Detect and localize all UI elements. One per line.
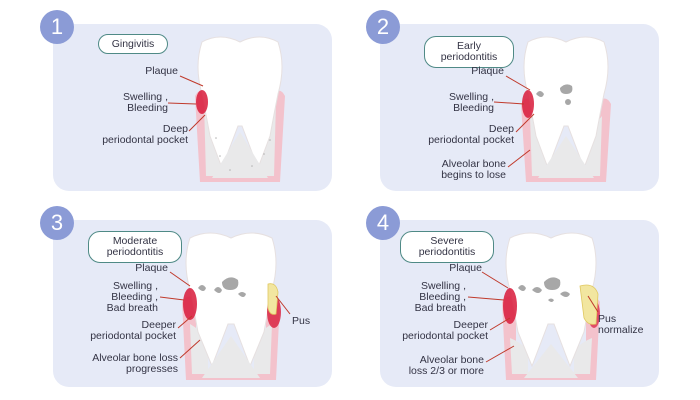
- stage-4-tooth-illustration: [502, 232, 600, 380]
- stage-3-label-bone-line-1: Alveolar bone loss: [92, 352, 178, 364]
- stage-3-label-plaque-line-1: Plaque: [135, 262, 168, 274]
- stage-1-label-pocket: Deep periodontal pocket: [102, 124, 188, 146]
- stage-3-label-bone: Alveolar bone loss progresses: [92, 353, 178, 375]
- stage-3-tooth-illustration: [182, 232, 281, 380]
- stage-3-title-line-2: periodontitis: [106, 246, 164, 258]
- stage-4-label-bone-line-1: Alveolar bone: [419, 354, 484, 366]
- stage-3-title-line-1: Moderate: [112, 235, 158, 247]
- stage-1-title: Gingivitis: [98, 34, 168, 54]
- stage-2-plaque: [536, 84, 573, 105]
- stage-3-label-pus-line-1: Pus: [292, 315, 311, 327]
- stage-3-label-swelling-line-2: Bleeding ,: [111, 291, 158, 303]
- stage-4-title-line-2: periodontitis: [418, 246, 476, 258]
- stage-4-label-pus: Pus normalize: [598, 314, 644, 336]
- stage-4-title: Severe periodontitis: [400, 231, 494, 263]
- stage-3-plaque: [198, 277, 246, 297]
- stage-4-label-swelling: Swelling , Bleeding , Bad breath: [415, 281, 466, 314]
- stage-2-tooth-illustration: [521, 36, 611, 182]
- stage-2-label-plaque-line-1: Plaque: [471, 65, 504, 77]
- stage-3-label-pocket: Deeper periodontal pocket: [90, 320, 176, 342]
- stage-1-inflammation-left: [196, 90, 208, 114]
- stage-1-number-badge: 1: [40, 10, 74, 44]
- stage-4-label-swelling-line-3: Bad breath: [414, 302, 466, 314]
- stage-1-label-plaque-line-1: Plaque: [145, 65, 178, 77]
- stage-2-label-bone: Alveolar bone begins to lose: [441, 159, 506, 181]
- stage-1-panel: [53, 24, 332, 191]
- stage-1-label-swelling-line-2: Bleeding: [127, 102, 168, 114]
- stage-3-inflammation-left: [183, 288, 197, 320]
- stage-4-label-pocket-line-1: Deeper: [453, 319, 488, 331]
- stage-2-label-pocket-line-1: Deep: [488, 123, 514, 135]
- stage-1-label-swelling-line-1: Swelling ,: [123, 91, 168, 103]
- stage-4-label-pus-line-1: Pus: [598, 313, 617, 325]
- stage-4-label-plaque-line-1: Plaque: [449, 262, 482, 274]
- stage-2-label-plaque: Plaque: [471, 66, 504, 77]
- stage-2-label-bone-line-2: begins to lose: [441, 169, 506, 181]
- stage-4-plaque: [518, 277, 570, 302]
- stage-3-label-pocket-line-1: Deeper: [141, 319, 176, 331]
- stage-2-number-badge: 2: [366, 10, 400, 44]
- stage-4-label-swelling-line-2: Bleeding ,: [419, 291, 466, 303]
- stage-2-title-line-2: periodontitis: [440, 51, 498, 63]
- stage-4-label-swelling-line-1: Swelling ,: [421, 280, 466, 292]
- stage-4-inflammation-left: [503, 288, 517, 324]
- stage-3-label-swelling: Swelling , Bleeding , Bad breath: [107, 281, 158, 314]
- stage-2-label-pocket-line-2: periodontal pocket: [428, 134, 514, 146]
- stage-2-label-swelling-line-2: Bleeding: [453, 102, 494, 114]
- stage-4-label-plaque: Plaque: [449, 263, 482, 274]
- stage-1-label-pocket-line-1: Deep: [162, 123, 188, 135]
- stage-4-label-pocket: Deeper periodontal pocket: [402, 320, 488, 342]
- stage-2-label-pocket: Deep periodontal pocket: [428, 124, 514, 146]
- stage-2-inflammation-left: [522, 90, 534, 118]
- stage-4-label-pus-line-2: normalize: [598, 324, 644, 336]
- stage-1-label-pocket-line-2: periodontal pocket: [102, 134, 188, 146]
- stage-4-label-pocket-line-2: periodontal pocket: [402, 330, 488, 342]
- stage-1-tooth-illustration: [195, 36, 285, 182]
- stage-2-label-swelling-line-1: Swelling ,: [449, 91, 494, 103]
- stage-2-label-bone-line-1: Alveolar bone: [441, 158, 506, 170]
- stage-4-number-badge: 4: [366, 206, 400, 240]
- stage-3-pus: [267, 283, 279, 315]
- stage-3-label-plaque: Plaque: [135, 263, 168, 274]
- stage-3-label-pocket-line-2: periodontal pocket: [90, 330, 176, 342]
- stage-1-label-swelling: Swelling , Bleeding: [123, 92, 168, 114]
- stage-3-number-badge: 3: [40, 206, 74, 240]
- stage-3-label-pus: Pus: [292, 316, 310, 327]
- stage-2-title-line-1: Early: [457, 40, 481, 52]
- stage-1-title-line: Gingivitis: [111, 37, 155, 50]
- stage-4-label-bone-line-2: loss 2/3 or more: [408, 365, 484, 377]
- stage-3-title: Moderate periodontitis: [88, 231, 182, 263]
- stage-1-label-plaque: Plaque: [145, 66, 178, 77]
- stage-2-title: Early periodontitis: [424, 36, 514, 68]
- stage-3-label-bone-line-2: progresses: [126, 363, 178, 375]
- stage-3-label-swelling-line-3: Bad breath: [106, 302, 158, 314]
- stage-4-label-bone: Alveolar bone loss 2/3 or more: [409, 355, 484, 377]
- stage-4-title-line-1: Severe: [430, 235, 464, 247]
- stage-3-label-swelling-line-1: Swelling ,: [113, 280, 158, 292]
- stage-2-label-swelling: Swelling , Bleeding: [449, 92, 494, 114]
